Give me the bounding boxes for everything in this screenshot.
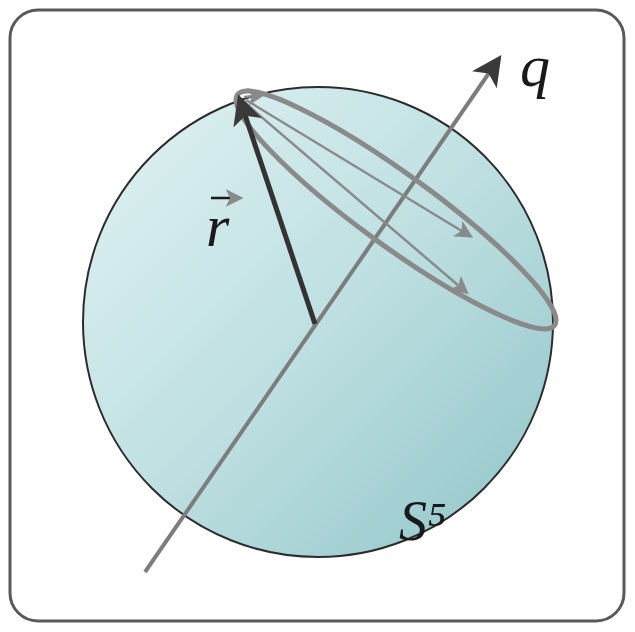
rotated-vector — [244, 102, 466, 292]
rounded-frame — [10, 10, 624, 621]
rotated-vector — [244, 95, 262, 97]
axis-label: q — [520, 36, 550, 96]
sphere-label: S⁵ — [399, 493, 446, 549]
vector-label: r — [206, 196, 229, 256]
r-vector — [240, 100, 315, 324]
rotation-circle — [216, 66, 575, 355]
q-axis — [145, 60, 498, 572]
